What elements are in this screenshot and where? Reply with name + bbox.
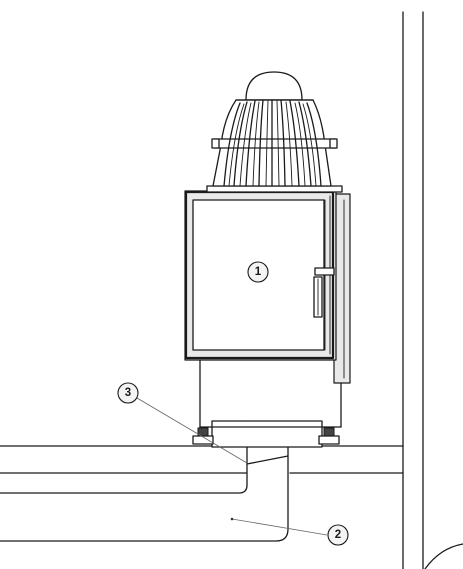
leader-lines bbox=[136, 397, 328, 536]
air-supply-duct bbox=[0, 420, 289, 542]
leader-2-point bbox=[230, 517, 234, 521]
convection-grill bbox=[211, 71, 338, 187]
duct-connection-line bbox=[246, 455, 289, 465]
callout-3-label: 3 bbox=[125, 387, 131, 399]
connection-adapter bbox=[211, 420, 323, 448]
floor-slab bbox=[0, 445, 404, 474]
callout-3: 3 bbox=[117, 382, 139, 404]
callout-2: 2 bbox=[327, 524, 349, 546]
leader-3 bbox=[136, 397, 248, 464]
wall-corner-arc bbox=[424, 543, 463, 569]
door-handle bbox=[313, 267, 335, 318]
top-plate bbox=[206, 185, 343, 193]
stove-foot-right bbox=[318, 427, 340, 445]
grill-ring bbox=[213, 138, 337, 149]
stove-foot-left bbox=[192, 427, 214, 445]
callout-1: 1 bbox=[247, 261, 269, 283]
callout-1-label: 1 bbox=[255, 266, 262, 278]
support-frame bbox=[199, 359, 342, 428]
wall bbox=[402, 11, 463, 569]
leader-2 bbox=[231, 518, 328, 536]
grill-dome-cap bbox=[245, 71, 303, 101]
callout-2-label: 2 bbox=[335, 529, 341, 541]
